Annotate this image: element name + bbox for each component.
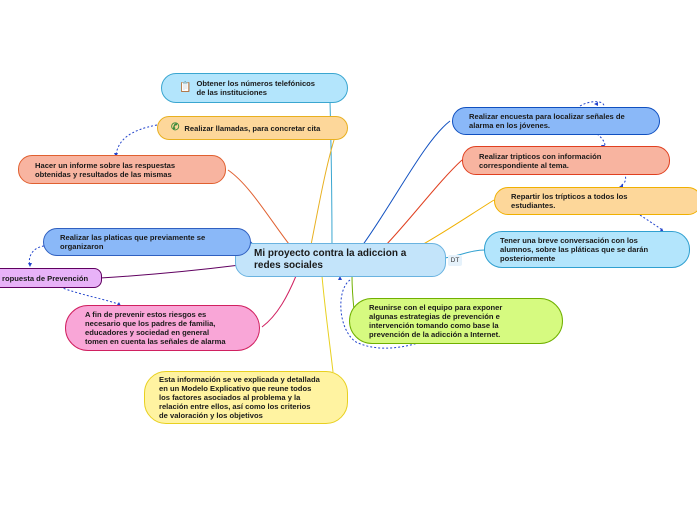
node-tener-conversacion-label: Tener una breve conversación con los alu… [500,236,649,263]
node-realizar-encuesta-label: Realizar encuesta para localizar señales… [469,112,625,130]
node-prevenir-riesgos-label: A fin de prevenir estos riesgos es neces… [85,310,226,346]
node-propuesta-prevencion-label: ropuesta de Prevención [2,273,89,283]
central-topic-title: Mi proyecto contra la adiccion a redes s… [254,248,407,271]
node-hacer-informe[interactable]: Hacer un informe sobre las respuestas ob… [18,155,226,184]
node-propuesta-prevencion[interactable]: ropuesta de Prevención [0,268,102,288]
central-tag: DT [448,255,462,266]
branch-repartir [419,199,495,247]
phone-icon: ✆ [171,122,180,133]
central-topic[interactable]: Mi proyecto contra la adiccion a redes s… [235,243,446,277]
branch-encuesta [361,120,451,247]
node-realizar-tripticos-label: Realizar tripticos con información corre… [479,151,602,170]
node-prevenir-riesgos[interactable]: A fin de prevenir estos riesgos es neces… [65,305,260,351]
node-reunirse-equipo-label: Reunirse con el equipo para exponer algu… [369,303,503,339]
node-modelo-explicativo-label: Esta información se ve explicada y detal… [159,375,320,420]
node-realizar-platicas[interactable]: Realizar las platicas que previamente se… [43,228,251,256]
node-obtener-numeros-label: Obtener los números telefónicos de las i… [196,79,316,97]
branch-informe [227,169,293,249]
node-obtener-numeros[interactable]: 📋 Obtener los números telefónicos de las… [161,73,348,103]
branch-tripticos [384,159,463,247]
branch-prevenir [261,275,297,328]
branch-obtener [329,100,333,251]
branch-llamadas [309,139,335,251]
node-modelo-explicativo[interactable]: Esta información se ve explicada y detal… [144,371,348,424]
node-repartir-tripticos-label: Repartir los trípticos a todos los estud… [511,192,628,210]
node-realizar-llamadas[interactable]: ✆ Realizar llamadas, para concretar cita [157,116,348,140]
node-hacer-informe-label: Hacer un informe sobre las respuestas ob… [35,160,176,179]
branch-propuesta [99,264,241,279]
node-realizar-llamadas-label: Realizar llamadas, para concretar cita [184,123,321,133]
branch-modelo [321,275,334,373]
node-realizar-encuesta[interactable]: Realizar encuesta para localizar señales… [452,107,660,135]
node-tener-conversacion[interactable]: Tener una breve conversación con los alu… [484,231,690,268]
node-realizar-platicas-label: Realizar las platicas que previamente se… [60,233,206,251]
notepad-icon: 📋 [179,82,192,93]
node-reunirse-equipo[interactable]: Reunirse con el equipo para exponer algu… [349,298,563,344]
node-repartir-tripticos[interactable]: Repartir los trípticos a todos los estud… [494,187,697,215]
node-realizar-tripticos[interactable]: Realizar tripticos con información corre… [462,146,670,175]
